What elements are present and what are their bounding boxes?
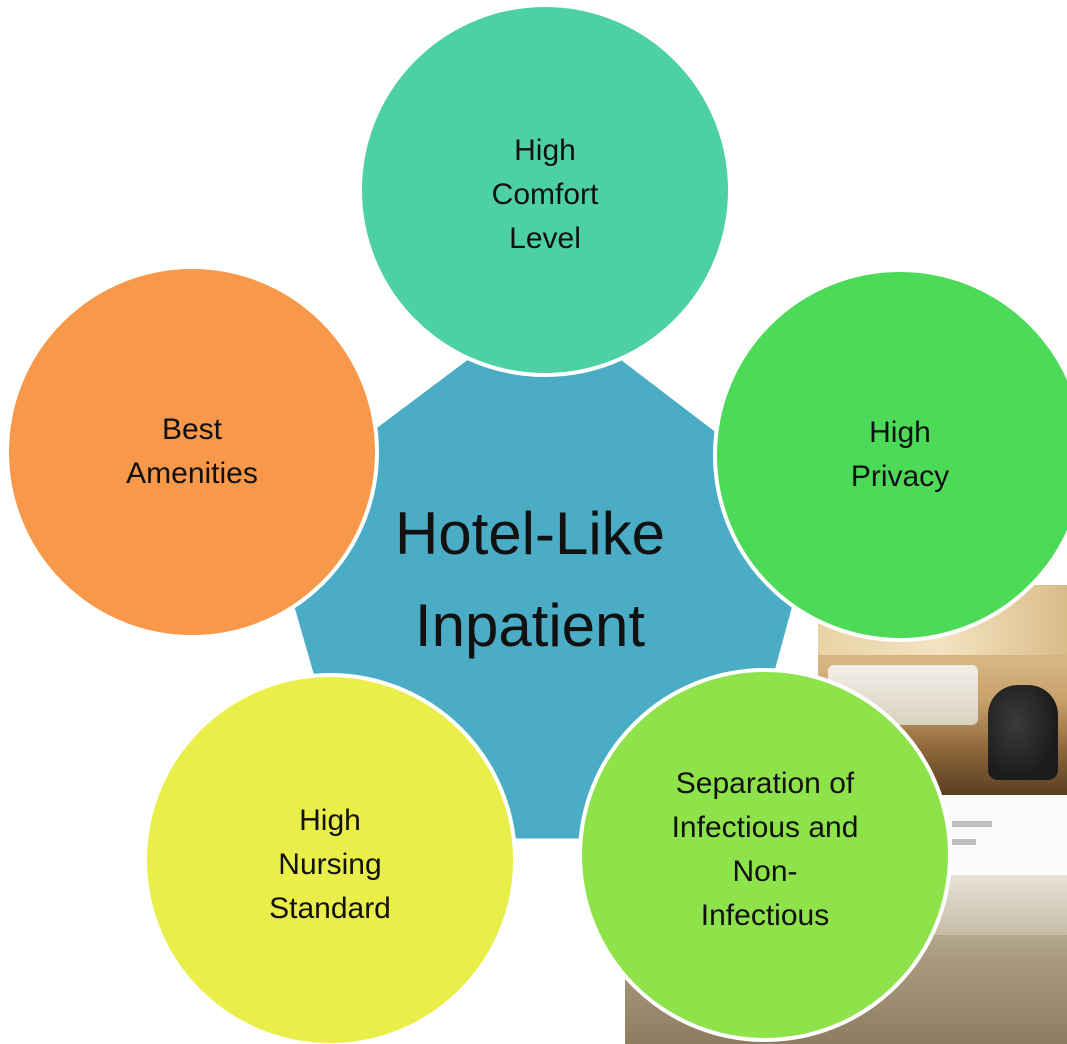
petal-label-comfort: High Comfort Level: [491, 134, 599, 255]
petal-label-nursing: High Nursing Standard: [269, 804, 391, 925]
petal-amenities: [5, 265, 379, 639]
center-label: Hotel-Like Inpatient: [394, 500, 666, 659]
room-photo-caption: [940, 795, 1067, 875]
petal-comfort: [358, 3, 732, 377]
petal-privacy: [713, 268, 1067, 642]
petal-separation: [578, 668, 952, 1042]
photo-chair: [988, 685, 1058, 780]
photo-caption-line: [952, 839, 976, 845]
petal-label-privacy: High Privacy: [850, 416, 950, 493]
petal-label-separation: Separation of Infectious and Non- Infect…: [671, 767, 859, 932]
petal-nursing: [143, 673, 517, 1044]
petal-label-amenities: Best Amenities: [126, 413, 258, 490]
photo-caption-line: [952, 821, 992, 827]
